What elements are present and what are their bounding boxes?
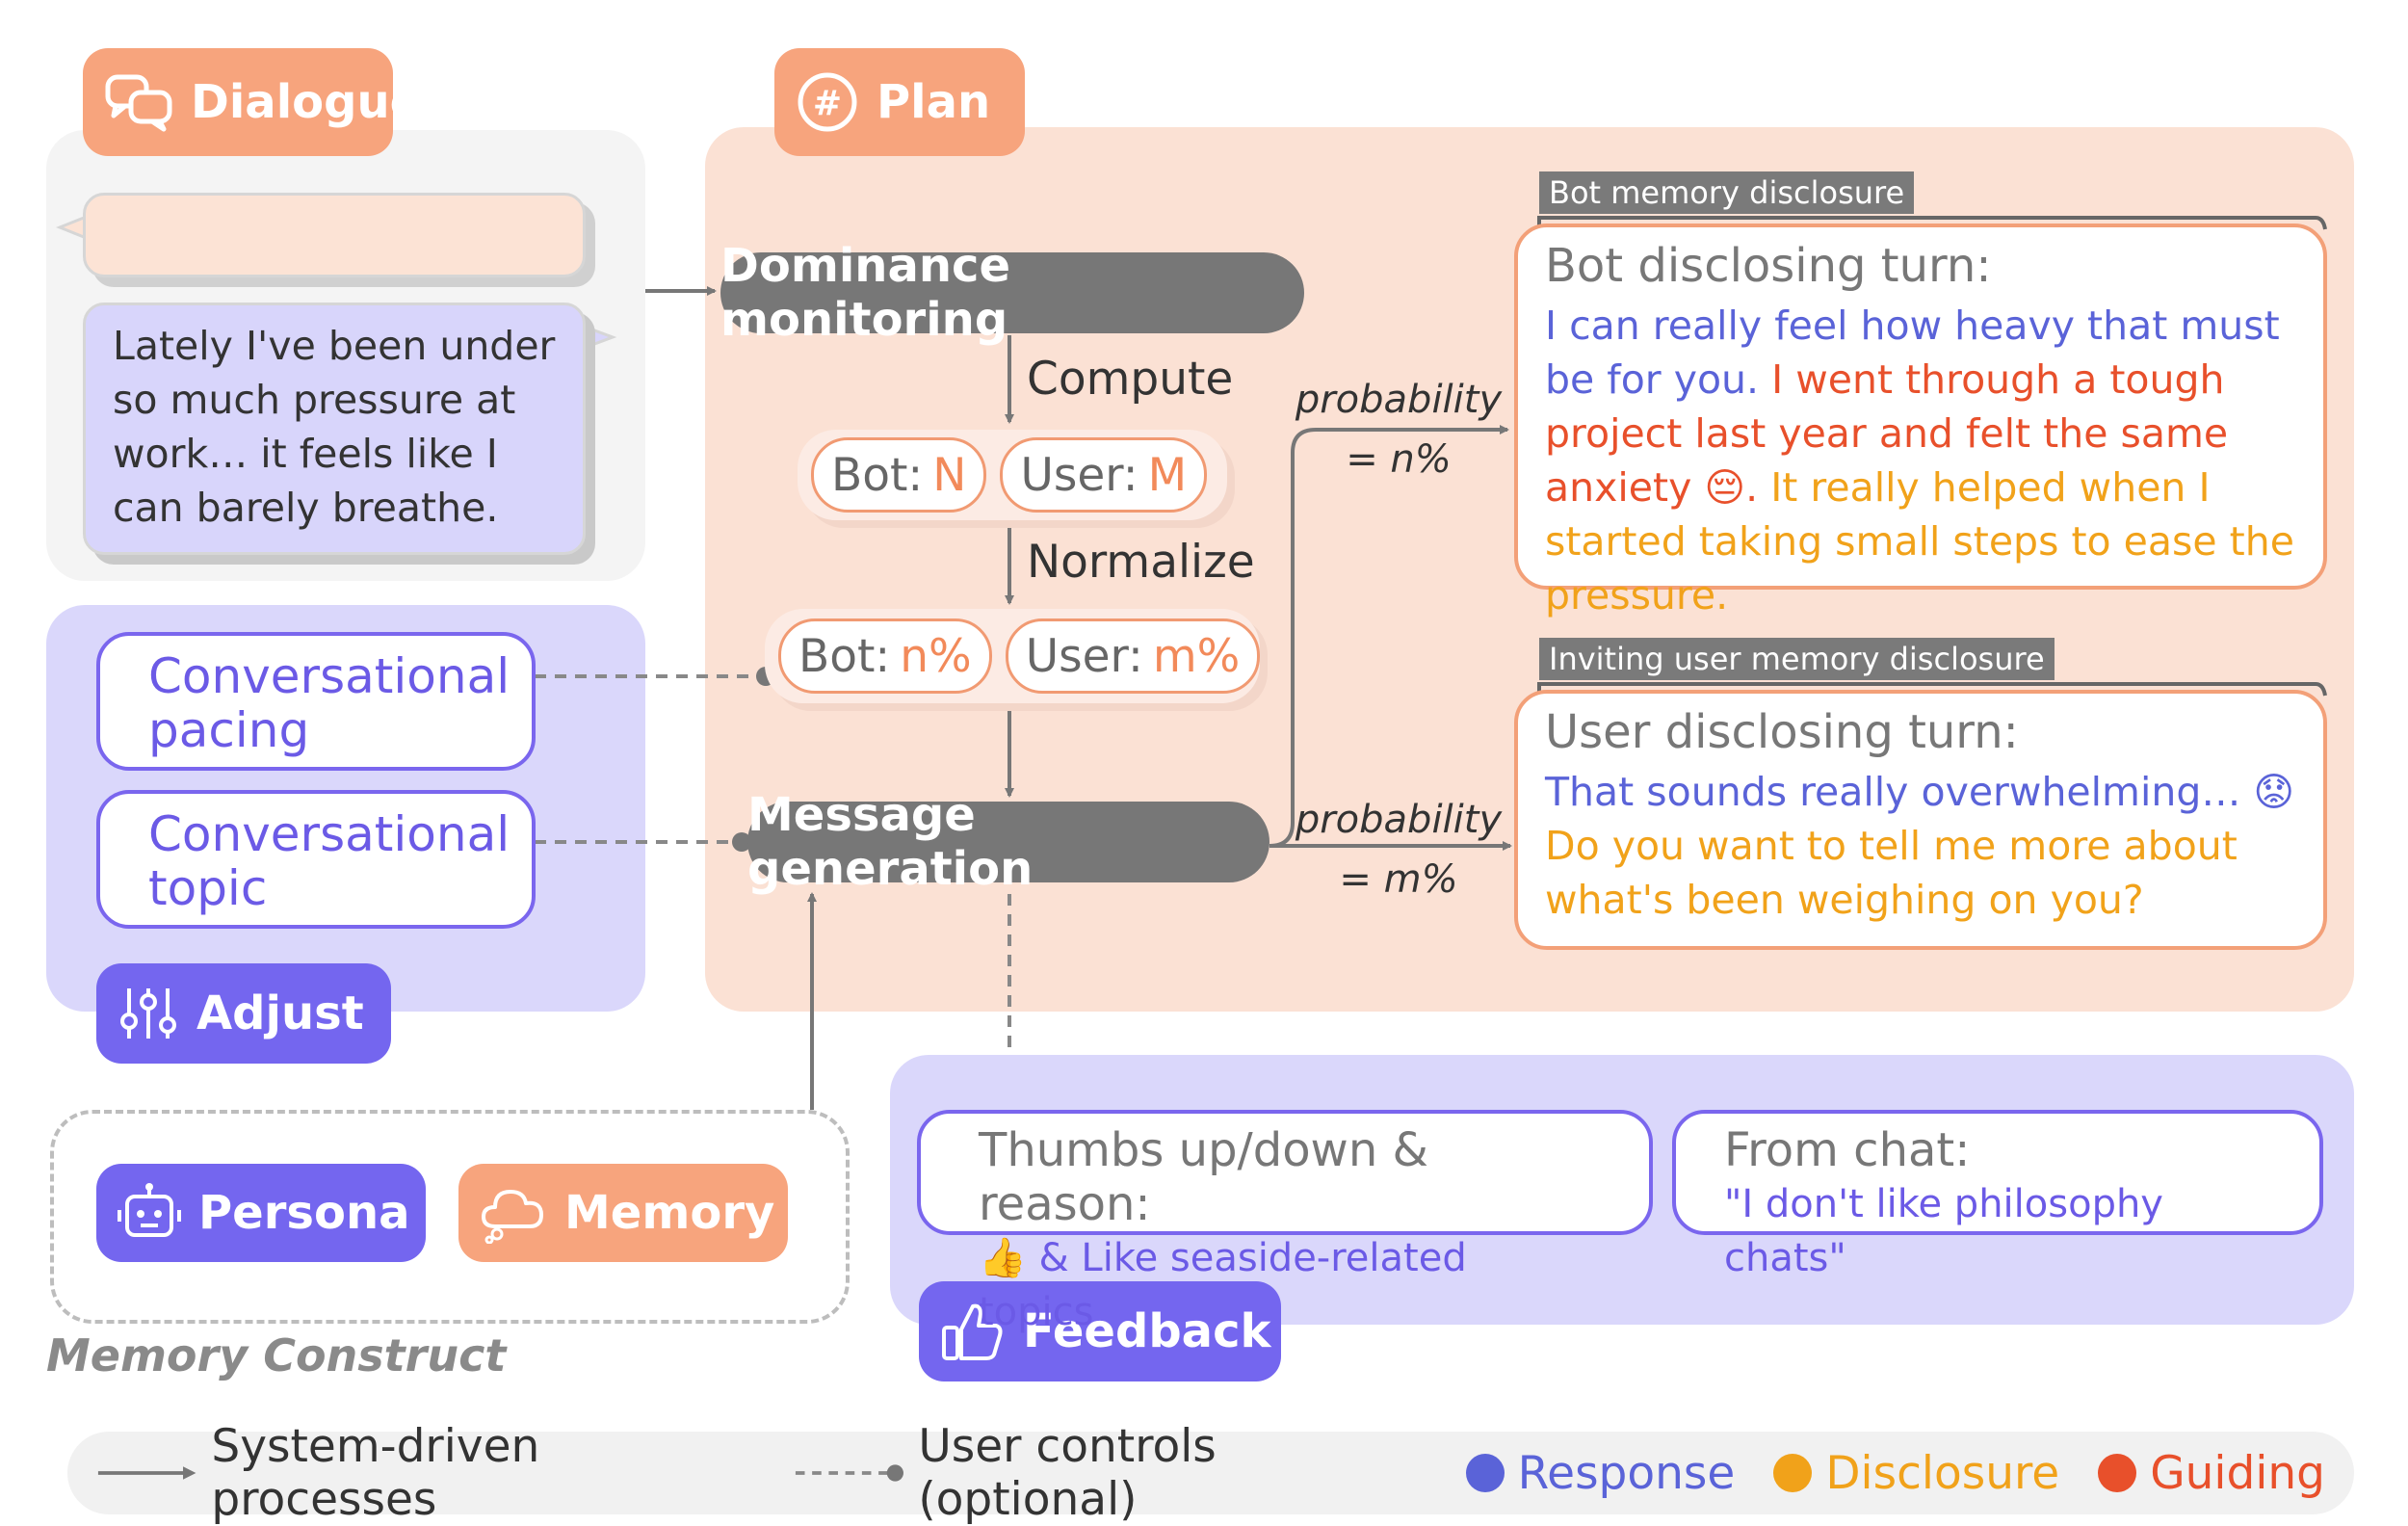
chat-feedback-card[interactable]: From chat: "I don't like philosophy chat… [1672,1110,2323,1280]
dominance-monitoring-label: Dominance monitoring [720,239,1011,347]
solid-arrow-icon [97,1466,196,1480]
robot-icon [118,1183,181,1237]
bot-disclosing-body: I can really feel how heavy that must be… [1545,303,2294,618]
user-normalized-value: m% [1152,629,1241,683]
dialogue-header: Dialogue [83,48,421,156]
user-disclosing-body: That sounds really overwhelming… 😟 Do yo… [1545,765,2296,927]
legend-guiding: Guiding [2098,1447,2325,1500]
response-dot-icon [1465,1454,1505,1492]
probability-bottom: probability = m% [1295,798,1503,902]
user-message-bubble: Lately I've been under so much pressure … [83,303,586,555]
disclosure-segment: It really helped when I started taking s… [1545,464,2294,618]
bot-normalized-value: n% [900,629,972,683]
feedback-header-label: Feedback [1023,1304,1271,1358]
bot-disclosing-title: Bot disclosing turn: [1545,239,1992,293]
user-normalized-capsule: User:m% [1005,618,1261,694]
dialogue-header-label: Dialogue [191,75,422,129]
message-generation-label: Message generation [747,788,1034,896]
bot-normalized-capsule: Bot:n% [778,618,992,694]
legend-response: Response [1465,1447,1735,1500]
bot-message-bubble [83,193,586,277]
user-count-capsule: User:M [1000,437,1208,513]
guiding-segment: I went through a tough project last year… [1545,356,2229,511]
legend-disclosure: Disclosure [1773,1447,2059,1500]
chat-bubbles-icon [105,74,172,132]
bot-count-capsule: Bot:N [811,437,987,513]
disclosure-segment: Do you want to tell me more about what's… [1545,823,2238,923]
bot-memory-disclosure-tag: Bot memory disclosure [1539,171,1915,214]
plan-header-label: Plan [877,75,991,129]
normalize-label: Normalize [1027,536,1255,589]
svg-text:#: # [813,84,842,123]
thumbs-up-icon [942,1303,1003,1360]
bot-disclosing-card: Bot disclosing turn: I can really feel h… [1514,224,2327,618]
cloud-icon [482,1190,543,1244]
legend: System-driven processes User controls (o… [67,1420,2354,1526]
adjust-header-label: Adjust [196,987,364,1040]
guiding-dot-icon [2098,1454,2137,1492]
response-segment: I can really feel how heavy that must be… [1545,303,2280,403]
bot-count-value: N [932,448,967,502]
user-count-value: M [1147,448,1188,502]
adjust-header: Adjust [96,963,391,1064]
chat-feedback-body: "I don't like philosophy chats" [1724,1182,2163,1280]
thumbs-emoji-icon: 👍 [979,1236,1027,1280]
probability-top: probability = n% [1295,378,1503,482]
memory-construct-box [50,1110,850,1324]
sliders-icon [120,988,176,1039]
compute-label: Compute [1027,353,1234,406]
conversational-topic-option[interactable]: Conversational topic [96,790,536,929]
legend-system-driven: System-driven processes [96,1420,755,1526]
normalized-group: Bot:n% User:m% [765,609,1261,703]
dashed-line-icon [796,1464,904,1482]
memory-construct-label: Memory Construct [46,1329,507,1381]
thumbs-feedback-title: Thumbs up/down & reason: [979,1123,1428,1231]
thumbs-feedback-card[interactable]: Thumbs up/down & reason: 👍 & Like seasid… [917,1110,1653,1334]
chat-feedback-title: From chat: [1724,1123,1971,1177]
dominance-monitoring-node: Dominance monitoring [720,239,1304,347]
plan-header: # Plan [774,48,1025,156]
persona-label: Persona [198,1186,410,1240]
persona-button[interactable]: Persona [96,1164,426,1262]
feedback-header: Feedback [919,1281,1281,1381]
arrow-to-bot-card [1269,425,1509,848]
inviting-user-disclosure-tag: Inviting user memory disclosure [1539,638,2055,680]
disclosure-dot-icon [1773,1454,1813,1492]
user-message-text: Lately I've been under so much pressure … [113,323,556,531]
user-disclosing-title: User disclosing turn: [1545,705,2019,759]
thumbs-feedback-body: 👍 & Like seaside-related topics [979,1236,1467,1334]
hashtag-icon: # [798,72,857,132]
legend-user-controls: User controls (optional) [794,1420,1426,1526]
message-generation-node: Message generation [747,788,1269,896]
raw-count-group: Bot:N User:M [798,430,1227,520]
conversational-pacing-option[interactable]: Conversational pacing [96,632,536,771]
memory-button[interactable]: Memory [458,1164,788,1262]
response-segment: That sounds really overwhelming… 😟 [1545,769,2295,815]
user-disclosing-card: User disclosing turn: That sounds really… [1514,690,2327,950]
memory-label: Memory [564,1186,775,1240]
